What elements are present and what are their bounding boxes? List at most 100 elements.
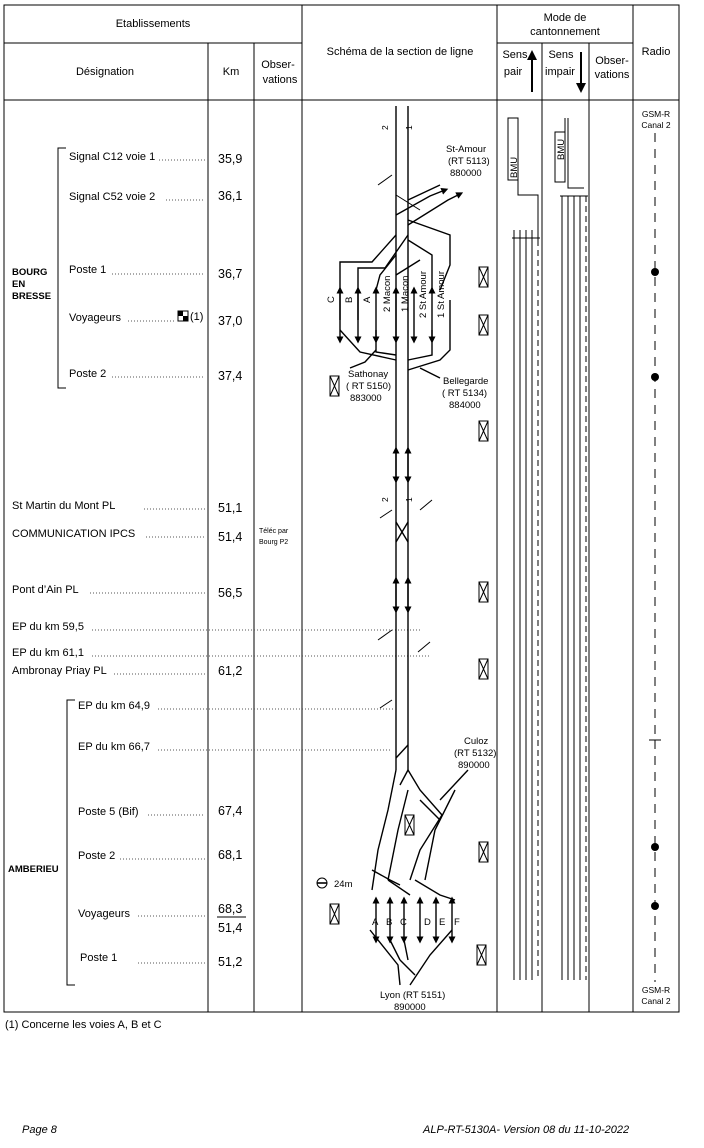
st-amour-label: 880000	[450, 168, 482, 179]
table-row: Poste 1 36,7	[69, 264, 242, 281]
culoz-label: 890000	[458, 760, 490, 771]
row-label: COMMUNICATION IPCS	[12, 528, 135, 540]
radio-top-label: GSM-R	[642, 109, 670, 119]
group-name-line: BOURG	[12, 267, 47, 278]
header-sens-impair-1: Sens	[548, 49, 574, 61]
table-header: Etablissements Désignation Km Obser- vat…	[76, 12, 670, 93]
row-km: 68,1	[218, 848, 242, 862]
bmu-pair-label: BMU	[509, 157, 520, 178]
table-row: EP du km 64,9	[78, 700, 395, 712]
row-label: Poste 2	[69, 368, 106, 380]
track-label: 2	[380, 497, 390, 502]
document-reference: ALP-RT-5130A- Version 08 du 11-10-2022	[423, 1124, 630, 1136]
row-obs: Bourg P2	[259, 539, 288, 546]
culoz-label: Culoz	[464, 736, 489, 747]
table-row: Ambronay Priay PL 61,2	[12, 664, 242, 678]
table-row: Voyageurs (1) 37,0	[69, 310, 242, 328]
row-km2: 51,4	[218, 921, 242, 935]
lyon-label: 890000	[394, 1002, 426, 1013]
bmu-impair-label: BMU	[556, 139, 567, 160]
row-label: EP du km 59,5	[12, 621, 84, 633]
header-designation: Désignation	[76, 66, 134, 78]
row-km: 37,4	[218, 369, 242, 383]
header-observations2-2: vations	[595, 69, 630, 81]
table-row: EP du km 66,7	[78, 741, 392, 753]
track-label: 2	[380, 125, 390, 130]
cantonnement-impair: BMU	[554, 118, 588, 980]
row-label: St Martin du Mont PL	[12, 500, 115, 512]
row-km: 51,1	[218, 501, 242, 515]
row-label: EP du km 66,7	[78, 741, 150, 753]
row-label: EP du km 61,1	[12, 647, 84, 659]
row-label: Poste 2	[78, 850, 115, 862]
voie-label: D	[424, 917, 431, 928]
row-km: 36,7	[218, 267, 242, 281]
table-row: Pont d’Ain PL 56,5	[12, 584, 242, 600]
page-number: Page 8	[22, 1124, 57, 1136]
cantonnement-pair: BMU	[507, 117, 540, 980]
header-etablissements: Etablissements	[116, 18, 191, 30]
table-grid	[3, 4, 680, 1013]
group-name-line: BRESSE	[12, 291, 51, 302]
table-row: Poste 1 51,2	[80, 952, 242, 969]
table-row: EP du km 59,5	[12, 621, 420, 633]
signal-box-icon	[478, 841, 489, 863]
tunnel-label: 24m	[334, 879, 353, 890]
culoz-label: (RT 5132)	[454, 748, 496, 759]
row-km: 36,1	[218, 189, 242, 203]
station-checker-icon	[177, 310, 189, 322]
voie-label: C	[326, 296, 337, 303]
table-row: Poste 2 37,4	[69, 368, 242, 383]
signal-box-icon	[478, 266, 489, 288]
row-label: Ambronay Priay PL	[12, 665, 107, 677]
table-row: COMMUNICATION IPCS 51,4 Téléc par Bourg …	[12, 528, 289, 546]
row-label: Poste 1	[69, 264, 106, 276]
header-sens-pair-2: pair	[504, 66, 523, 78]
radio-point-icon	[651, 843, 659, 851]
line-schema: 2 1 St-Amour (RT 5113) 880000 C B A 2 Ma…	[316, 106, 496, 1013]
group-amberieu: AMBERIEU	[8, 699, 75, 986]
table-row: Voyageurs 68,3 51,4	[78, 902, 246, 935]
table-row: Signal C12 voie 1 35,9	[69, 151, 242, 166]
row-label: Poste 1	[80, 952, 117, 964]
sathonay-label: Sathonay	[348, 369, 388, 380]
header-sens-impair-2: impair	[545, 66, 575, 78]
row-km: 37,0	[218, 314, 242, 328]
header-mode-2: cantonnement	[530, 26, 600, 38]
group-name-line: AMBERIEU	[8, 864, 59, 875]
voie-label: 1 St Amour	[436, 271, 447, 318]
voie-label: B	[386, 917, 392, 928]
radio-top-label: Canal 2	[641, 120, 671, 130]
voie-label: E	[439, 917, 445, 928]
row-km: 56,5	[218, 586, 242, 600]
header-mode-1: Mode de	[544, 12, 587, 24]
row-label: EP du km 64,9	[78, 700, 150, 712]
sathonay-label: ( RT 5150)	[346, 381, 391, 392]
signal-box-icon	[478, 420, 489, 442]
group-name-line: EN	[12, 279, 25, 290]
table-row: St Martin du Mont PL 51,1	[12, 500, 242, 515]
signal-box-icon	[478, 581, 489, 603]
header-observations-2: vations	[263, 74, 298, 86]
row-label: Signal C12 voie 1	[69, 151, 155, 163]
header-observations2-1: Obser-	[595, 55, 629, 67]
st-amour-label: St-Amour	[446, 144, 486, 155]
rows: Signal C12 voie 1 35,9 Signal C52 voie 2…	[12, 151, 430, 969]
st-amour-label: (RT 5113)	[448, 156, 490, 167]
row-label: Voyageurs	[78, 908, 130, 920]
voie-label: 1 Macon	[400, 276, 411, 312]
signal-box-icon	[476, 944, 487, 966]
row-km: 35,9	[218, 152, 242, 166]
bellegarde-label: Bellegarde	[443, 376, 488, 387]
header-sens-pair-1: Sens	[502, 49, 528, 61]
voie-label: 2 Macon	[382, 276, 393, 312]
lyon-label: Lyon (RT 5151)	[380, 990, 445, 1001]
voie-label: A	[362, 296, 373, 303]
signal-box-icon	[478, 314, 489, 336]
signal-box-icon	[329, 375, 340, 397]
row-label: Pont d’Ain PL	[12, 584, 79, 596]
signal-box-icon	[329, 903, 340, 925]
voie-label: C	[400, 917, 407, 928]
radio-column: GSM-R Canal 2 GSM-R Canal 2	[641, 109, 671, 1006]
